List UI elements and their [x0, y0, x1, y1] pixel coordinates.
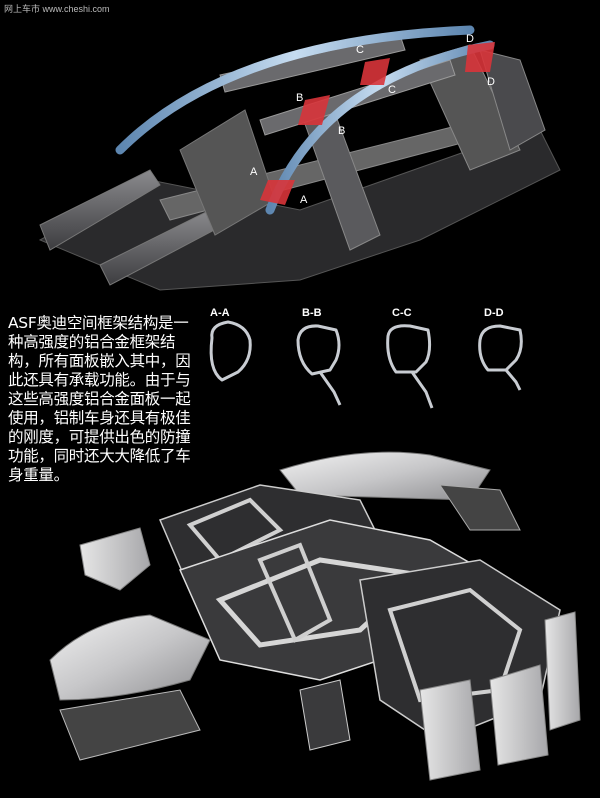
- section-d-profile: [478, 324, 523, 391]
- cut-marker-a-bottom: A: [300, 194, 308, 206]
- space-frame-illustration: [38, 25, 561, 291]
- section-c-profile: [386, 324, 434, 409]
- cut-marker-c-top: C: [356, 44, 364, 56]
- section-label-c: C-C: [392, 307, 412, 319]
- section-label-b: B-B: [302, 307, 322, 319]
- section-b-profile: [296, 324, 342, 406]
- section-label-a: A-A: [210, 307, 230, 319]
- cut-marker-b-top: B: [296, 92, 304, 104]
- cut-marker-a-top: A: [250, 166, 258, 178]
- cut-marker-d-top: D: [466, 33, 474, 45]
- cut-marker-c-bottom: C: [388, 84, 396, 96]
- section-a-profile: [209, 320, 252, 382]
- watermark: 网上车市 www.cheshi.com: [4, 4, 110, 14]
- cut-marker-d-bottom: D: [487, 76, 495, 88]
- description-text: ASF奥迪空间框架结构是一种高强度的铝合金框架结构，所有面板嵌入其中，因此还具有…: [8, 314, 191, 484]
- cut-marker-b-bottom: B: [338, 125, 346, 137]
- section-label-d: D-D: [484, 307, 504, 319]
